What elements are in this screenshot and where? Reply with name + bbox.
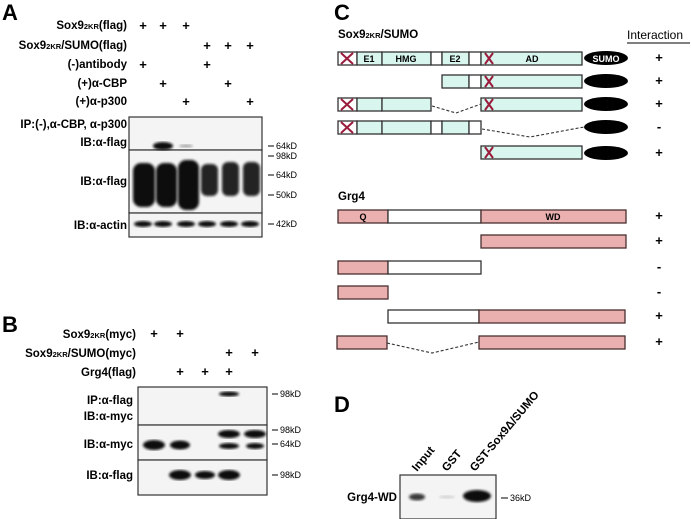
lane-sign: + [246,94,254,109]
condition-label: (-)antibody [68,59,128,71]
svg-text:+: + [655,96,663,111]
svg-text:-: - [657,119,661,134]
marker-98kd: 98kD [280,470,302,480]
svg-text:+: + [201,364,209,379]
panel-a-conditions: Sox92KR(flag) + + + Sox92KR/SUMO(flag) + + + (-)… [19,18,255,109]
marker-98kd: 98kD [280,389,302,399]
mutation-x-icon [340,52,494,159]
condition-label: Sox92KR(flag) [56,20,127,32]
svg-text:+: + [225,364,233,379]
blot-a-ip [128,116,263,151]
condition-label: Sox92KR/SUMO(myc) [25,348,136,360]
svg-text:E1: E1 [363,54,374,64]
lane-label-gst: GST [440,448,464,474]
marker-98kd: 98kD [280,425,302,435]
svg-text:+: + [655,334,663,349]
svg-text:+: + [655,233,663,248]
panel-label-c: C [334,0,350,25]
blot-a-bands [133,142,260,227]
condition-label: Sox92KR/SUMO(flag) [19,40,127,52]
sox-full-length: E1 HMG E2 AD SUMO [337,51,628,66]
marker-64kd: 64kD [276,170,298,180]
condition-label: Grg4(flag) [81,367,136,379]
lane-sign: + [203,57,211,72]
panel-label-d: D [334,392,350,417]
svg-text:+: + [176,364,184,379]
svg-text:+: + [655,73,663,88]
condition-label: (+)α-p300 [76,96,128,108]
sox-construct-title: Sox92KR/SUMO [338,29,418,41]
lane-sign: + [224,76,232,91]
lane-label-input: Input [410,445,437,474]
panel-label-a: A [2,0,18,25]
sox-interactions: + + + - + [655,50,663,160]
svg-text:WD: WD [546,212,561,222]
svg-text:AD: AD [526,54,539,64]
svg-text:E2: E2 [449,54,460,64]
lane-sign: + [159,76,167,91]
svg-text:+: + [655,208,663,223]
svg-text:-: - [657,259,661,274]
blot-d-bands [409,490,491,502]
blot-b-ip [137,386,268,426]
panel-b-plus-signs: + + + + + + + [150,326,259,379]
condition-label: (+)α-CBP [77,78,127,90]
blot-a-input-label: IB:α-flag [80,176,127,188]
grg4-constructs: Q WD [336,209,627,354]
marker-36kd: 36kD [510,493,532,503]
svg-text:HMG: HMG [396,54,417,64]
panel-label-b: B [2,312,18,337]
marker-64kd: 64kD [276,141,298,151]
panel-b-conditions: Sox92KR(myc) Sox92KR/SUMO(myc) Grg4(flag) [25,329,136,379]
svg-text:+: + [251,345,259,360]
lane-sign: + [246,38,254,53]
blot-b-flag-label: IB:α-flag [86,470,133,482]
blot-a-ib-label: IB:α-flag [80,137,127,149]
svg-text:+: + [655,50,663,65]
lane-sign: + [224,38,232,53]
marker-98kd: 98kD [276,151,298,161]
lane-label-gst-sox9-sumo: GST-Sox9Δ/SUMO [468,389,542,474]
svg-text:-: - [657,284,661,299]
svg-text:+: + [225,345,233,360]
svg-text:+: + [176,326,184,341]
marker-42kd: 42kD [276,219,298,229]
svg-text:+: + [655,145,663,160]
lane-sign: + [203,38,211,53]
svg-text:+: + [150,326,158,341]
lane-sign: + [182,94,190,109]
condition-label: Sox92KR(myc) [63,329,136,341]
blot-a-actin-label: IB:α-actin [74,220,127,232]
panel-a-markers [268,145,274,225]
blot-a-ip-label: IP:(-),α-CBP, α-p300 [20,119,127,131]
blot-d-label: Grg4-WD [347,492,397,504]
lane-sign: + [159,18,167,33]
marker-64kd: 64kD [280,439,302,449]
lane-sign: + [182,18,190,33]
grg4-construct-title: Grg4 [338,191,365,203]
blot-b-myc-label: IB:α-myc [84,439,134,451]
blot-b-ib-label: IB:α-myc [84,411,134,423]
svg-text:SUMO: SUMO [593,54,620,64]
grg4-interactions: + + - - + + [655,208,663,349]
interaction-header: Interaction [627,28,683,42]
lane-sign: + [139,18,147,33]
marker-50kd: 50kD [276,190,298,200]
panel-b-markers [272,393,278,476]
svg-text:Q: Q [359,212,366,222]
lane-sign: + [139,57,147,72]
svg-text:+: + [655,308,663,323]
blot-b-ip-label: IP:α-flag [87,395,133,407]
sox-constructs: E1 HMG E2 AD SUMO [337,51,628,160]
blot-b-bands [143,391,266,480]
